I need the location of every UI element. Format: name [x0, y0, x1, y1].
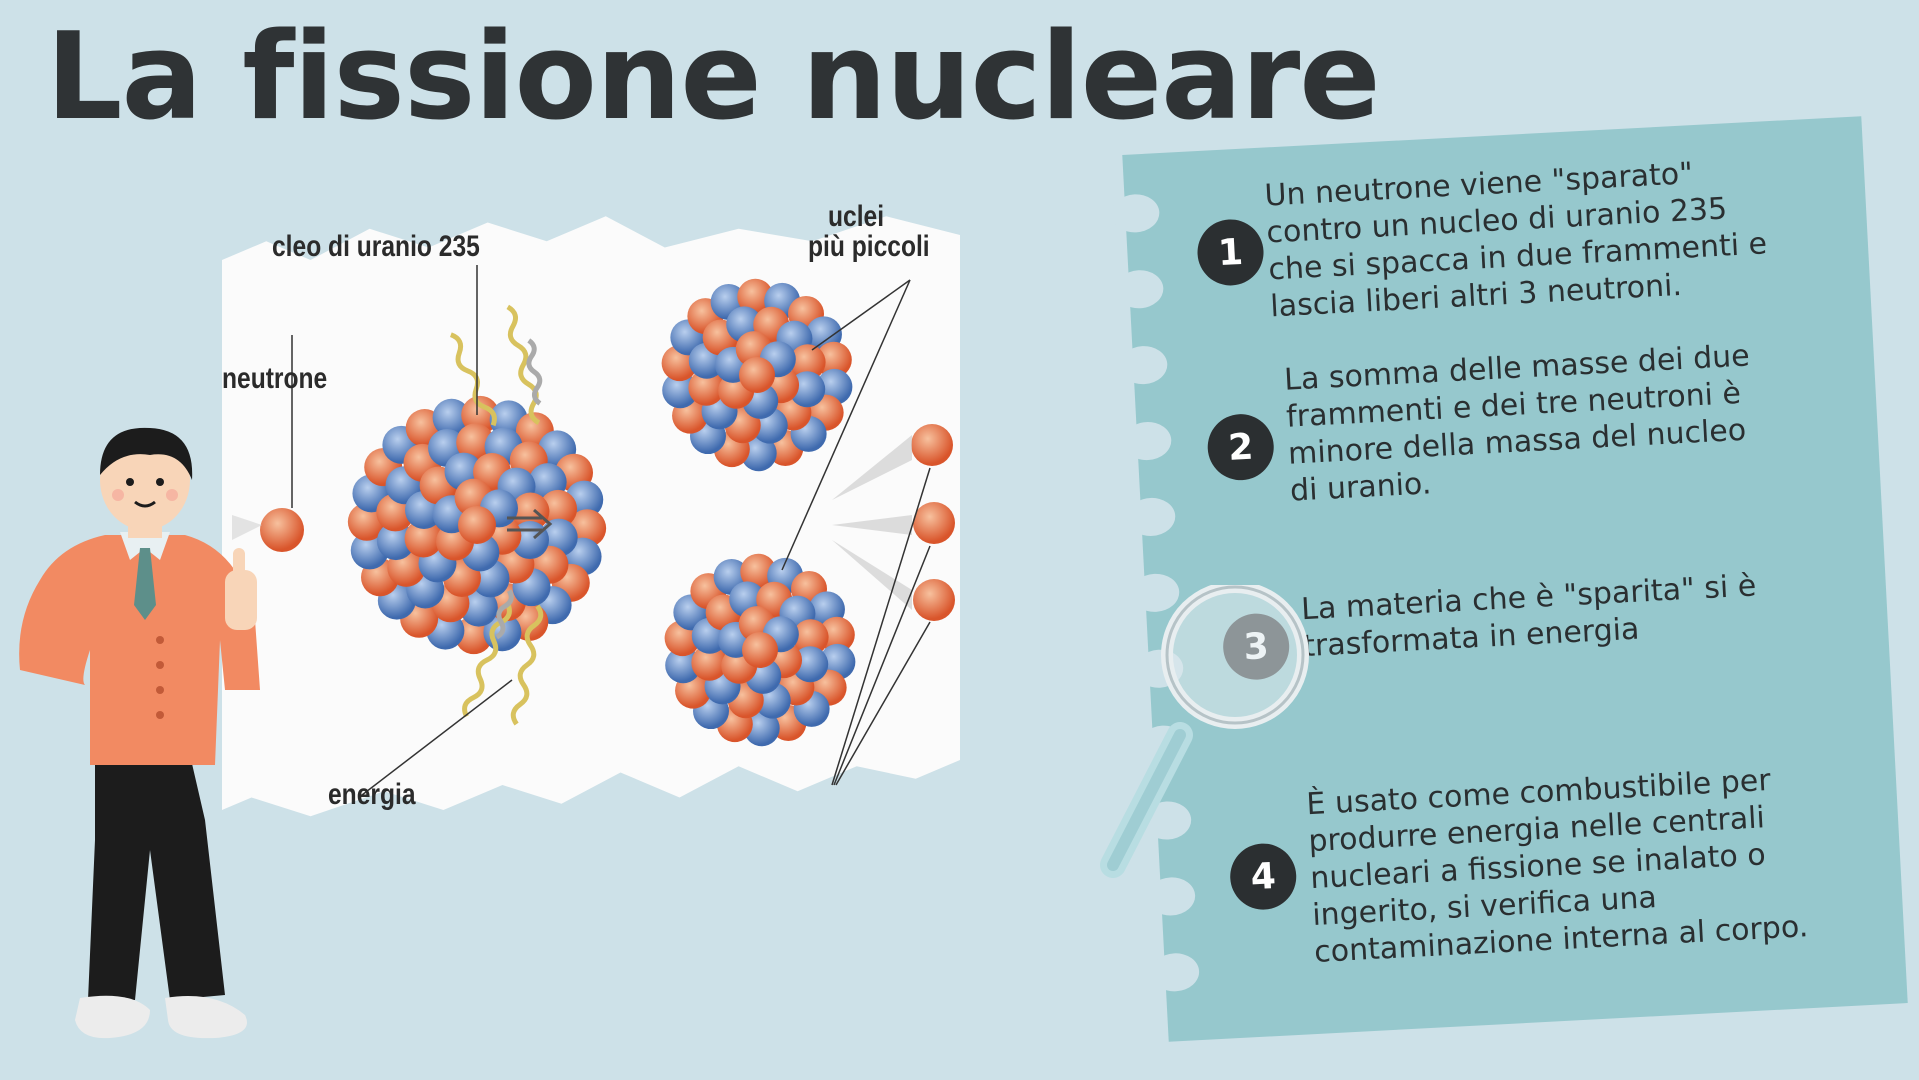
released-neutron-icon: [913, 579, 955, 621]
label-fragments-top: uclei: [828, 200, 885, 233]
fission-diagram: [232, 265, 955, 796]
step-2-text: La somma delle masse dei due frammenti e…: [1283, 338, 1751, 509]
arrow-icon: [507, 508, 553, 540]
magnifying-glass-icon: [1100, 585, 1309, 878]
step-1-text: Un neutrone viene "sparato" contro un nu…: [1263, 156, 1768, 325]
step-4-text: È usato come combustibile per produrre e…: [1305, 762, 1810, 970]
step-3-text: La materia che è "sparita" si è trasform…: [1300, 568, 1758, 665]
step-2-badge: 2: [1206, 412, 1276, 482]
released-neutron-icon: [913, 502, 955, 544]
incoming-neutron-icon: [260, 508, 304, 552]
teacher-character: [19, 427, 260, 1039]
fragment-nucleus-icon: [661, 278, 853, 472]
uranium-nucleus-icon: [347, 395, 607, 655]
label-nucleus: cleo di uranio 235: [272, 230, 480, 263]
label-fragments: più piccoli: [808, 230, 930, 263]
label-neutron: neutrone: [222, 362, 328, 395]
label-energy: energia: [328, 778, 416, 811]
page-title: La fissione nucleare: [46, 8, 1381, 147]
steps-card: 1 Un neutrone viene "sparato" contro un …: [1110, 116, 1908, 1042]
released-neutron-icon: [911, 424, 953, 466]
step-1-badge: 1: [1195, 217, 1266, 288]
fragment-nucleus-icon: [664, 553, 856, 747]
